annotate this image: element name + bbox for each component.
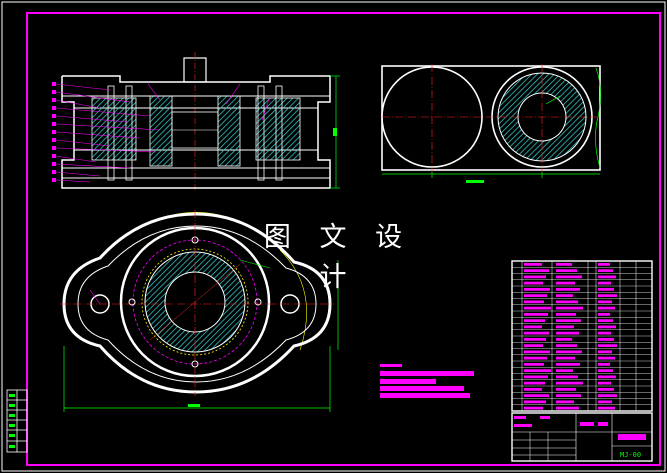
bom-cell-mark bbox=[524, 331, 549, 335]
bom-cell-mark bbox=[524, 288, 550, 291]
binding-strip-table bbox=[6, 389, 28, 453]
bom-cell-mark bbox=[556, 381, 583, 385]
bom-cell-mark bbox=[524, 338, 546, 341]
bom-cell-mark bbox=[524, 388, 542, 391]
bom-cell-mark bbox=[556, 269, 577, 272]
bom-cell-mark bbox=[556, 388, 576, 391]
bom-cell-mark bbox=[598, 275, 616, 279]
bom-cell-mark bbox=[524, 350, 550, 354]
bom-cell-mark bbox=[556, 331, 579, 335]
bom-cell-mark bbox=[524, 300, 544, 304]
bom-cell-mark bbox=[556, 350, 582, 354]
bom-cell-mark bbox=[556, 263, 572, 266]
bom-cell-mark bbox=[524, 319, 545, 322]
bom-cell-mark bbox=[598, 263, 610, 266]
binding-strip-marks bbox=[9, 394, 15, 448]
bom-cell-mark bbox=[598, 281, 611, 285]
bom-cell-mark bbox=[524, 356, 547, 360]
bom-cell-mark bbox=[524, 275, 546, 279]
bom-cell-mark bbox=[598, 313, 610, 316]
watermark-text: 图 文 设 计 bbox=[263, 222, 413, 293]
bom-cell-mark bbox=[598, 269, 613, 272]
bom-cell-mark bbox=[598, 319, 613, 322]
bom-cell-mark bbox=[598, 400, 612, 404]
bom-cell-mark bbox=[524, 406, 543, 410]
bom-rows bbox=[512, 263, 652, 410]
bom-cell-mark bbox=[598, 394, 617, 397]
bom-cell-mark bbox=[598, 375, 616, 379]
bom-cell-mark bbox=[598, 344, 617, 347]
bom-cell-mark bbox=[524, 375, 548, 379]
bom-cell-mark bbox=[556, 306, 583, 310]
bom-cell-mark bbox=[598, 300, 612, 304]
bom-cell-mark bbox=[524, 313, 548, 316]
bom-cell-mark bbox=[598, 325, 616, 329]
bom-cell-mark bbox=[556, 325, 574, 329]
bom-cell-mark bbox=[524, 344, 543, 347]
bom-cell-mark bbox=[524, 400, 546, 404]
bom-cell-mark bbox=[524, 263, 542, 266]
bom-cell-mark bbox=[556, 369, 573, 372]
technical-requirements bbox=[380, 364, 474, 398]
drawing-code: MJ-00 bbox=[620, 451, 641, 459]
bom-cell-mark bbox=[556, 313, 576, 316]
bom-cell-mark bbox=[556, 294, 573, 297]
bom-cell-mark bbox=[598, 288, 614, 291]
bom-cell-mark bbox=[556, 319, 581, 322]
bom-cell-mark bbox=[524, 394, 549, 397]
bom-cell-mark bbox=[598, 338, 614, 341]
bom-cell-mark bbox=[524, 325, 542, 329]
title-block bbox=[511, 412, 653, 462]
bom-cell-mark bbox=[598, 406, 615, 410]
bom-cell-mark bbox=[556, 363, 580, 366]
title-block-marks bbox=[514, 416, 646, 440]
bom-cell-mark bbox=[524, 306, 551, 310]
bom-cell-mark bbox=[524, 381, 545, 385]
plan-view bbox=[60, 210, 339, 412]
bom-cell-mark bbox=[556, 375, 578, 379]
bom-cell-mark bbox=[598, 388, 614, 391]
bom-cell-mark bbox=[524, 269, 549, 272]
bom-cell-mark bbox=[556, 300, 578, 304]
blank-layout-view bbox=[381, 64, 601, 183]
bom-cell-mark bbox=[556, 356, 575, 360]
bom-cell-mark bbox=[598, 294, 617, 297]
bom-cell-mark bbox=[524, 281, 543, 285]
bom-cell-mark bbox=[598, 306, 615, 310]
bom-cell-mark bbox=[598, 363, 610, 366]
bom-cell-mark bbox=[556, 394, 581, 397]
bom-cell-mark bbox=[598, 331, 611, 335]
bom-cell-mark bbox=[556, 400, 574, 404]
bom-cell-mark bbox=[556, 344, 577, 347]
bom-cell-mark bbox=[598, 350, 612, 354]
bom-cell-mark bbox=[556, 275, 582, 279]
bom-cell-mark bbox=[556, 406, 579, 410]
bom-cell-mark bbox=[598, 369, 613, 372]
bom-cell-mark bbox=[598, 381, 611, 385]
bom-cell-mark bbox=[556, 288, 580, 291]
bom-cell-mark bbox=[524, 363, 544, 366]
front-section-view bbox=[52, 52, 340, 192]
bom-cell-mark bbox=[556, 281, 575, 285]
bom-cell-mark bbox=[598, 356, 615, 360]
bom-cell-mark bbox=[556, 338, 572, 341]
inner-frame bbox=[26, 12, 661, 466]
bom-cell-mark bbox=[524, 369, 551, 372]
bom-cell-mark bbox=[524, 294, 547, 297]
